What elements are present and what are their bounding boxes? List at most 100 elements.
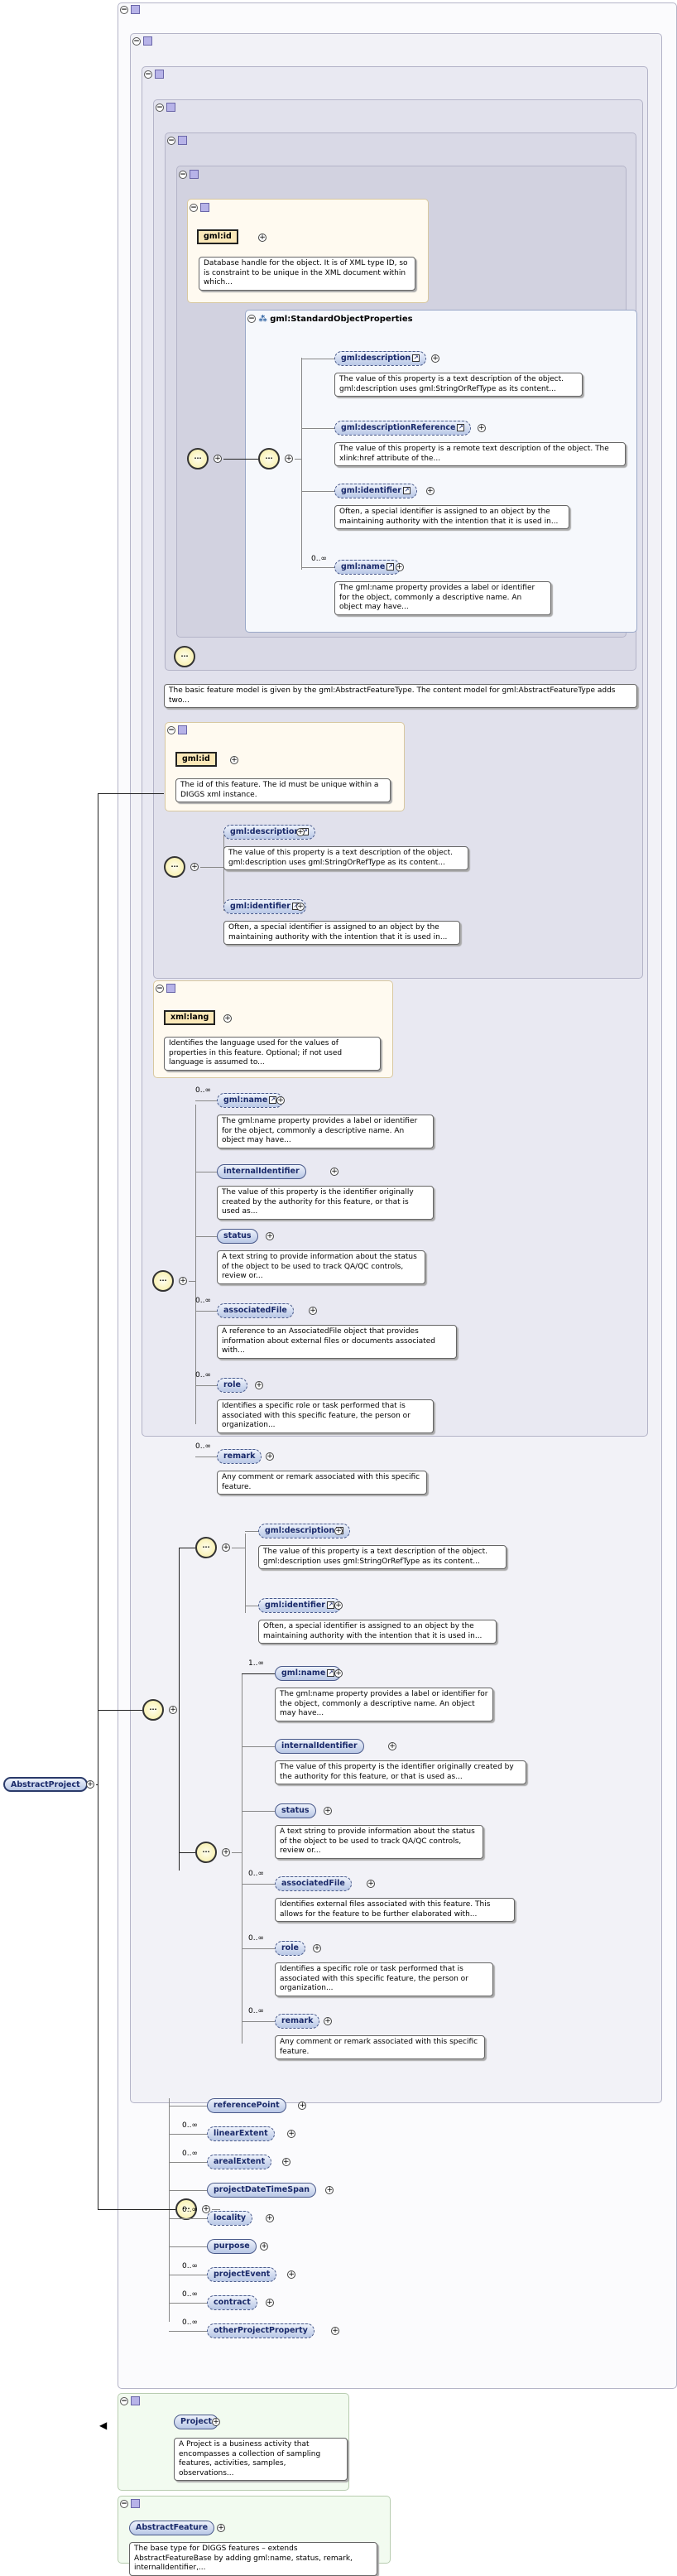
- connector-line: [169, 2246, 207, 2247]
- expand-icon[interactable]: +: [86, 1780, 94, 1789]
- expand-icon[interactable]: +: [330, 1168, 338, 1176]
- sequence-compositor-icon: ···: [142, 1699, 164, 1721]
- collapse-toggle-icon[interactable]: −: [120, 5, 128, 14]
- expand-icon[interactable]: +: [230, 756, 238, 764]
- element-associatedFile[interactable]: associatedFile: [217, 1303, 294, 1318]
- collapse-toggle-icon[interactable]: −: [120, 2499, 128, 2508]
- expand-icon[interactable]: +: [260, 2242, 269, 2251]
- collapse-toggle-icon[interactable]: −: [167, 136, 175, 145]
- element-internalIdentifier[interactable]: internalIdentifier: [275, 1739, 364, 1754]
- expand-icon[interactable]: +: [202, 2205, 210, 2213]
- expand-icon[interactable]: +: [179, 1277, 187, 1285]
- expand-icon[interactable]: +: [331, 2327, 339, 2335]
- element-gml-identifier[interactable]: gml:identifier↗: [334, 484, 417, 498]
- complex-type-icon: [131, 5, 140, 14]
- collapse-toggle-icon[interactable]: −: [156, 103, 164, 112]
- expand-icon[interactable]: +: [285, 455, 293, 463]
- element-role[interactable]: role: [275, 1941, 305, 1956]
- element-locality[interactable]: locality: [207, 2211, 253, 2226]
- expand-icon[interactable]: +: [217, 2524, 225, 2532]
- expand-icon[interactable]: +: [313, 1944, 321, 1952]
- gml-id-attribute[interactable]: gml:id: [175, 752, 217, 767]
- expand-icon[interactable]: +: [287, 2130, 296, 2138]
- expand-icon[interactable]: +: [334, 1669, 343, 1678]
- connector-line: [242, 1884, 275, 1885]
- expand-icon[interactable]: +: [296, 903, 305, 911]
- expand-icon[interactable]: +: [388, 1742, 396, 1750]
- expand-icon[interactable]: +: [334, 1601, 343, 1610]
- expand-icon[interactable]: +: [266, 1452, 274, 1461]
- gml-id-attribute[interactable]: gml:id: [197, 229, 238, 244]
- expand-icon[interactable]: +: [212, 2418, 220, 2426]
- expand-icon[interactable]: +: [324, 2017, 332, 2025]
- expand-icon[interactable]: +: [265, 2299, 274, 2307]
- collapse-toggle-icon[interactable]: −: [190, 203, 198, 212]
- expand-icon[interactable]: +: [296, 828, 305, 836]
- element-gml-identifier[interactable]: gml:identifier↗: [258, 1598, 341, 1613]
- element-remark[interactable]: remark: [275, 2014, 320, 2029]
- cardinality-label: 0..∞: [182, 2121, 198, 2130]
- element-internalIdentifier[interactable]: internalIdentifier: [217, 1164, 306, 1179]
- expand-icon[interactable]: +: [276, 1096, 285, 1105]
- expand-icon[interactable]: +: [395, 563, 404, 571]
- expand-icon[interactable]: +: [214, 455, 222, 463]
- expand-icon[interactable]: +: [258, 234, 266, 242]
- connector-line: [242, 1746, 275, 1747]
- element-abstract-feature[interactable]: AbstractFeature: [129, 2521, 215, 2535]
- expand-icon[interactable]: +: [298, 2102, 307, 2110]
- element-role[interactable]: role: [217, 1378, 247, 1393]
- element-gml-name[interactable]: gml:name↗: [334, 560, 401, 575]
- cardinality-label: 0..∞: [182, 2150, 198, 2158]
- expand-icon[interactable]: +: [169, 1706, 177, 1714]
- expand-icon[interactable]: +: [367, 1880, 375, 1888]
- element-associatedFile[interactable]: associatedFile: [275, 1876, 352, 1891]
- expand-icon[interactable]: +: [287, 2270, 296, 2279]
- section-header: −: [120, 2396, 142, 2406]
- connector-line: [169, 2331, 207, 2332]
- element-gml-description[interactable]: gml:description↗: [334, 351, 427, 366]
- expand-icon[interactable]: +: [222, 1848, 230, 1856]
- expand-icon[interactable]: +: [255, 1381, 263, 1389]
- element-otherProjectProperty[interactable]: otherProjectProperty: [207, 2323, 314, 2338]
- expand-icon[interactable]: +: [324, 1807, 332, 1815]
- expand-icon[interactable]: +: [190, 863, 199, 871]
- expand-icon[interactable]: +: [334, 1527, 343, 1535]
- element-contract[interactable]: contract: [207, 2295, 257, 2310]
- expand-icon[interactable]: +: [309, 1307, 317, 1315]
- collapse-toggle-icon[interactable]: −: [247, 315, 256, 323]
- expand-icon[interactable]: +: [281, 2158, 290, 2166]
- element-status[interactable]: status: [217, 1229, 258, 1244]
- element-linearExtent[interactable]: linearExtent: [207, 2126, 275, 2141]
- element-projectEvent[interactable]: projectEvent: [207, 2267, 277, 2282]
- element-purpose[interactable]: purpose: [207, 2239, 257, 2254]
- expand-icon[interactable]: +: [325, 2186, 334, 2194]
- collapse-toggle-icon[interactable]: −: [144, 70, 152, 79]
- root-element-abstract-project[interactable]: AbstractProject: [3, 1777, 88, 1792]
- expand-icon[interactable]: +: [425, 487, 435, 495]
- collapse-toggle-icon[interactable]: −: [120, 2396, 128, 2405]
- element-gml-descriptionReference[interactable]: gml:descriptionReference↗: [334, 421, 472, 436]
- expand-icon[interactable]: +: [431, 354, 439, 363]
- collapse-toggle-icon[interactable]: −: [132, 36, 141, 46]
- element-gml-name[interactable]: gml:name↗: [275, 1666, 342, 1681]
- collapse-toggle-icon[interactable]: −: [167, 725, 175, 734]
- xml-lang-attribute[interactable]: xml:lang: [164, 1010, 216, 1025]
- expand-icon[interactable]: +: [265, 2214, 274, 2222]
- element-referencePoint[interactable]: referencePoint: [207, 2098, 286, 2113]
- element-remark[interactable]: remark: [217, 1449, 262, 1464]
- expand-icon[interactable]: +: [223, 1014, 232, 1023]
- expand-icon[interactable]: +: [266, 1232, 274, 1240]
- element-status[interactable]: status: [275, 1803, 316, 1818]
- complex-type-icon: [131, 2396, 140, 2405]
- element-gml-description[interactable]: gml:description↗: [258, 1524, 351, 1538]
- element-arealExtent[interactable]: arealExtent: [207, 2155, 272, 2169]
- element-gml-name[interactable]: gml:name↗: [217, 1093, 284, 1108]
- element-projectDateTimeSpan[interactable]: projectDateTimeSpan: [207, 2183, 317, 2198]
- collapse-toggle-icon[interactable]: −: [179, 170, 187, 179]
- element-gml-description[interactable]: gml:description↗: [223, 825, 316, 840]
- expand-icon[interactable]: +: [477, 424, 486, 432]
- collapse-toggle-icon[interactable]: −: [156, 984, 164, 993]
- documentation-note: The id of this feature. The id must be u…: [175, 778, 391, 802]
- element-gml-identifier[interactable]: gml:identifier↗: [223, 899, 306, 914]
- expand-icon[interactable]: +: [222, 1543, 230, 1552]
